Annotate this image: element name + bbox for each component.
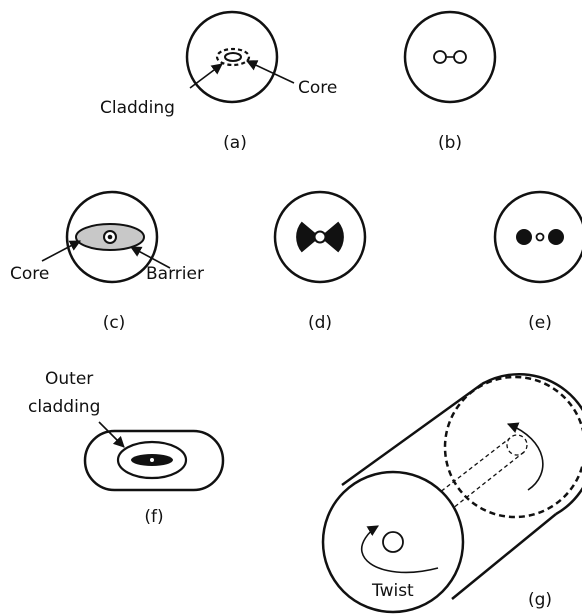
panel-e: (e) <box>493 190 582 333</box>
panel-b-left-hole <box>433 50 447 64</box>
panel-g-front-core <box>382 531 404 553</box>
panel-b: (b) <box>403 10 497 153</box>
panel-c-barrier-label: Barrier <box>146 264 204 284</box>
panel-d: (d) <box>273 190 367 333</box>
panel-a-core-ellipse <box>224 52 242 62</box>
panel-a-cladding-ellipse <box>215 47 251 67</box>
panel-d-core-ring <box>313 230 327 244</box>
panel-a-fiber-outline <box>185 10 279 104</box>
panel-c-caption: (c) <box>103 313 126 333</box>
panel-f-outer-label-line2: cladding <box>28 397 100 417</box>
panel-c-core-dot <box>107 234 113 240</box>
panel-b-right-hole <box>453 50 467 64</box>
panel-a: Cladding Core (a) <box>100 10 337 153</box>
panel-g-back-twist-arrow <box>506 422 544 491</box>
panel-c-fiber-outline <box>65 190 159 284</box>
panel-f-outer-cladding-arrow <box>98 421 125 448</box>
panel-g-twist-arrow <box>360 525 439 574</box>
panel-d-right-bowtie-sector <box>320 221 344 253</box>
panel-e-caption: (e) <box>528 313 552 333</box>
panel-a-caption: (a) <box>223 133 247 153</box>
panel-a-cladding-label: Cladding <box>100 98 175 118</box>
panel-f-inner-cladding <box>116 440 188 480</box>
panel-f: Outer cladding (f) <box>28 369 225 527</box>
panel-e-fiber-outline <box>493 190 582 284</box>
panel-f-core-center <box>150 458 154 462</box>
panel-g-cylinder-back-outer-arc <box>481 373 582 516</box>
panel-g-back-core <box>506 434 528 456</box>
panel-g-core-channel-bottom <box>399 451 525 551</box>
panel-c: Core Barrier (c) <box>10 190 204 333</box>
panel-a-cladding-arrow <box>189 63 223 89</box>
panel-b-caption: (b) <box>438 133 462 153</box>
panel-f-flat-outer-cladding <box>83 429 225 492</box>
panel-g-cylinder-top-edge <box>341 382 483 487</box>
panel-c-core-label: Core <box>10 264 49 284</box>
panel-a-core-arrow <box>245 60 295 84</box>
panel-g-core-channel-top <box>385 437 511 535</box>
panel-g-twist-label: Twist <box>371 581 414 601</box>
panel-g-back-end-circle <box>443 375 582 519</box>
panel-e-core-ring <box>535 232 545 242</box>
panel-c-core-arrow <box>41 240 81 262</box>
panel-e-right-stress-rod <box>548 229 564 245</box>
panel-f-outer-label-line1: Outer <box>45 369 93 389</box>
panel-c-barrier-arrow <box>130 246 171 269</box>
panel-g-caption: (g) <box>528 590 552 610</box>
panel-f-caption: (f) <box>144 507 163 527</box>
panel-g-cylinder-bottom-edge <box>451 513 557 600</box>
panel-a-core-label: Core <box>298 78 337 98</box>
panel-g: Twist (g) <box>321 373 582 614</box>
panel-e-left-stress-rod <box>516 229 532 245</box>
panel-d-caption: (d) <box>308 313 332 333</box>
panel-b-fiber-outline <box>403 10 497 104</box>
panel-d-fiber-outline <box>273 190 367 284</box>
panel-d-left-bowtie-sector <box>296 221 320 253</box>
